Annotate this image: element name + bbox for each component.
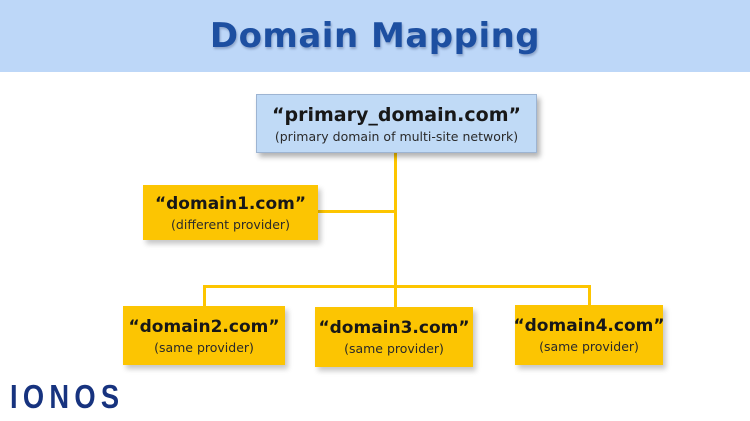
connector-primary-vertical — [394, 152, 397, 288]
primary-domain-subtitle: (primary domain of multi-site network) — [274, 128, 519, 144]
ionos-logo: IONOS — [10, 377, 125, 416]
connector-branch-horizontal — [203, 285, 591, 288]
domain1-title: “domain1.com” — [154, 193, 307, 214]
domain1-subtitle: (different provider) — [171, 216, 290, 232]
connector-domain2-stub — [203, 285, 206, 307]
connector-domain1-horizontal — [318, 210, 396, 213]
node-domain1: “domain1.com” (different provider) — [143, 185, 318, 240]
domain3-subtitle: (same provider) — [344, 341, 444, 356]
domain4-title: “domain4.com” — [513, 316, 665, 336]
domain2-title: “domain2.com” — [128, 316, 280, 337]
node-domain3: “domain3.com” (same provider) — [315, 307, 473, 367]
node-primary-domain: “primary_domain.com” (primary domain of … — [256, 94, 537, 153]
domain4-subtitle: (same provider) — [539, 339, 639, 354]
connector-domain3-stub — [394, 285, 397, 308]
header-banner: Domain Mapping — [0, 0, 750, 72]
page-title: Domain Mapping — [209, 16, 541, 56]
domain2-subtitle: (same provider) — [154, 339, 254, 355]
connector-domain4-stub — [588, 285, 591, 306]
domain3-title: “domain3.com” — [318, 318, 470, 338]
node-domain2: “domain2.com” (same provider) — [123, 306, 285, 365]
primary-domain-title: “primary_domain.com” — [272, 103, 521, 126]
node-domain4: “domain4.com” (same provider) — [513, 305, 665, 365]
